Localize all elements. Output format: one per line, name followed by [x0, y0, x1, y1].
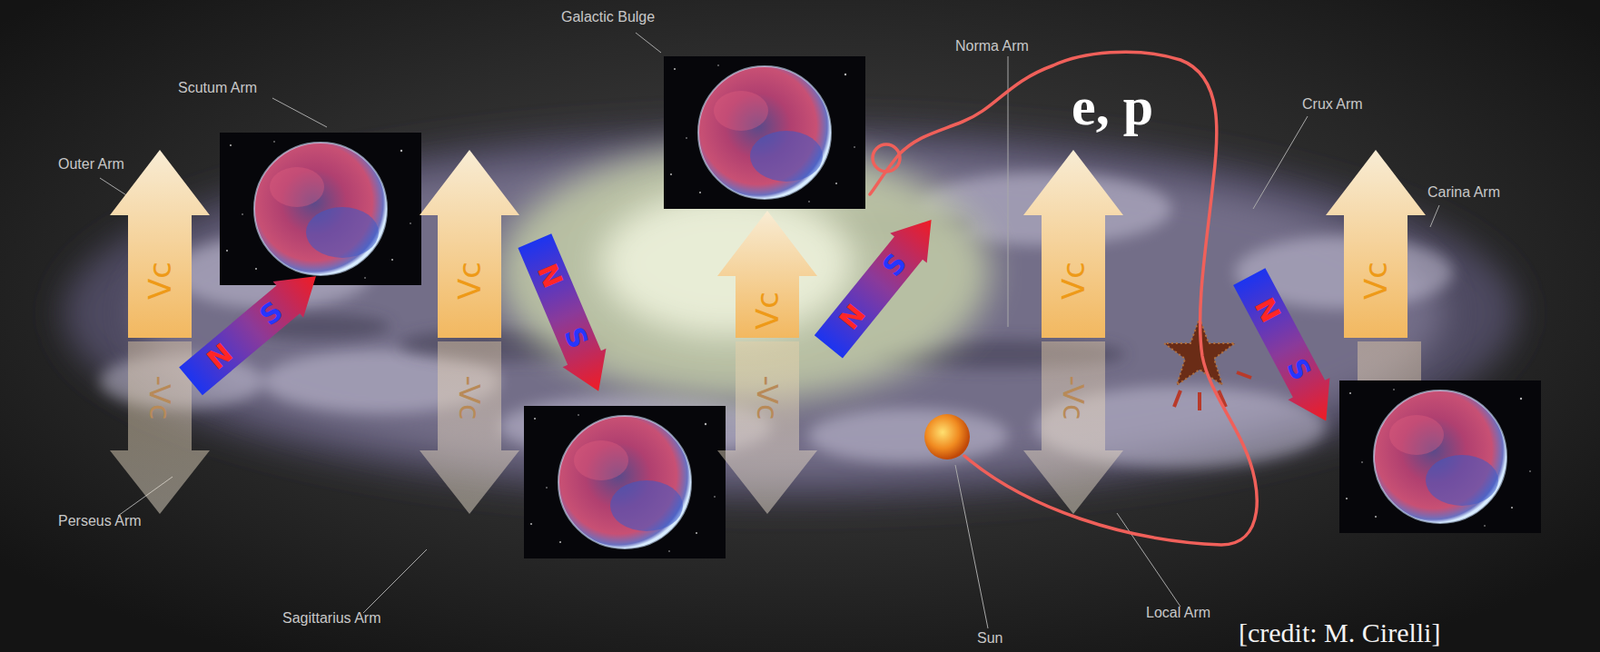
arm-label: Perseus Arm	[58, 513, 142, 530]
arm-label: Norma Arm	[955, 38, 1029, 55]
arm-label: Carina Arm	[1427, 184, 1501, 201]
supernova-remnant	[219, 132, 422, 286]
arrow-outline	[1325, 149, 1426, 338]
counter-velocity-label: -Vc	[1058, 375, 1088, 420]
arm-label: Scutum Arm	[177, 79, 257, 97]
velocity-label: Vc	[454, 261, 485, 300]
arrow-outline	[1228, 265, 1347, 432]
arm-label: Outer Arm	[58, 156, 125, 173]
credit-note: [credit: M. Cirelli]	[1238, 617, 1441, 648]
arrow-shape	[1023, 149, 1124, 338]
supernova-remnant	[1339, 380, 1541, 534]
arrow-outline	[109, 149, 210, 338]
arrow-outline	[419, 341, 520, 514]
velocity-arrow: Vc	[109, 149, 210, 338]
arm-label: Sun	[977, 630, 1003, 647]
arrow-outline	[809, 205, 950, 363]
counter-velocity-label: -Vc	[145, 375, 175, 420]
sun-symbol	[924, 414, 970, 460]
velocity-label: Vc	[751, 291, 783, 330]
particle-label: e, p	[1071, 76, 1154, 137]
arm-label: Sagittarius Arm	[282, 610, 381, 627]
arrow-shape	[1023, 341, 1124, 514]
arrow-outline	[1023, 149, 1124, 338]
counter-velocity-label: -Vc	[454, 375, 484, 420]
arrow-shape	[419, 149, 520, 338]
velocity-label: Vc	[1057, 261, 1089, 300]
arm-label: Galactic Bulge	[561, 9, 655, 26]
arrow-outline	[513, 231, 621, 401]
arrow-shape	[717, 341, 818, 514]
supernova-remnant	[523, 405, 726, 559]
arm-label: Crux Arm	[1302, 96, 1363, 113]
counter-velocity-arrow: -Vc	[717, 341, 818, 514]
velocity-arrow: Vc	[1023, 149, 1124, 338]
arrow-outline	[1023, 341, 1124, 514]
counter-velocity-arrow: -Vc	[419, 341, 520, 514]
velocity-arrow: Vc	[419, 149, 520, 338]
arrow-shape	[419, 341, 520, 514]
supernova-star	[1164, 317, 1252, 411]
leader-lines	[99, 32, 1440, 629]
supernova-remnant	[663, 56, 866, 209]
velocity-arrow: Vc	[717, 210, 818, 338]
arrow-outline	[717, 210, 818, 338]
particle-trajectory	[869, 51, 1257, 545]
velocity-arrow: Vc	[1325, 149, 1426, 338]
velocity-label: Vc	[144, 261, 176, 300]
arm-label: Local Arm	[1145, 604, 1211, 622]
counter-velocity-arrow: -Vc	[1023, 341, 1124, 514]
velocity-label: Vc	[1360, 261, 1392, 300]
arrow-outline	[419, 149, 520, 338]
counter-velocity-label: -Vc	[752, 375, 782, 420]
arrow-shape	[109, 149, 210, 338]
arrow-shape	[1325, 149, 1426, 338]
arrow-outline	[717, 341, 818, 514]
arrow-outline	[175, 257, 331, 400]
